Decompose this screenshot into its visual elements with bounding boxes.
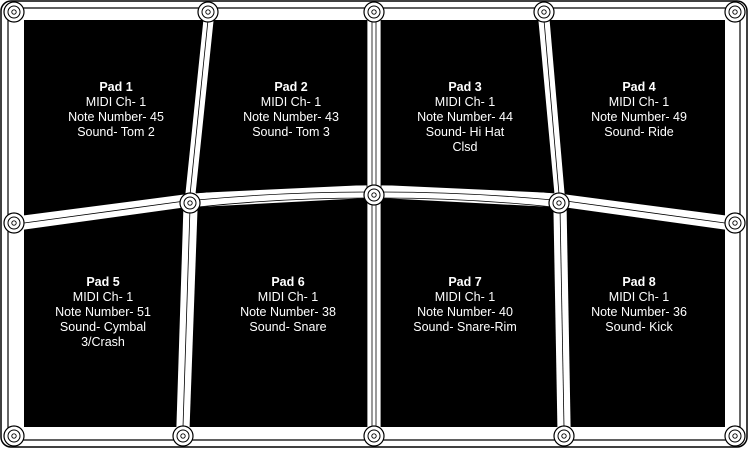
pad-3-sound-continued: Clsd <box>452 140 478 154</box>
rail-line <box>559 206 565 428</box>
pad-2-sound: Sound- Tom 3 <box>252 125 330 139</box>
rail-line <box>380 191 554 201</box>
pad-5-label: Pad 5 MIDI Ch- 1 Note Number- 51 Sound- … <box>28 275 178 350</box>
pad-4-note-number: Note Number- 49 <box>591 110 687 124</box>
rail-line <box>380 184 555 194</box>
pad-3-midi-channel: MIDI Ch- 1 <box>434 95 496 109</box>
pad-6-note-number: Note Number- 38 <box>240 305 336 319</box>
pad-4-label: Pad 4 MIDI Ch- 1 Note Number- 49 Sound- … <box>564 80 714 140</box>
pad-8-surface <box>567 208 725 427</box>
screw-icon <box>363 425 385 447</box>
pad-7-note-number: Note Number- 40 <box>417 305 513 319</box>
rail-line <box>565 200 726 224</box>
screw-icon <box>533 1 555 23</box>
pad-8-title: Pad 8 <box>622 275 656 289</box>
pad-1-sound: Sound- Tom 2 <box>77 125 155 139</box>
screw-icon <box>3 212 25 234</box>
pad-6-midi-channel: MIDI Ch- 1 <box>257 290 319 304</box>
screw-icon <box>172 425 194 447</box>
pad-3-surface <box>381 20 554 193</box>
pad-7-midi-channel: MIDI Ch- 1 <box>434 290 496 304</box>
pad-2-label: Pad 2 MIDI Ch- 1 Note Number- 43 Sound- … <box>216 80 366 140</box>
pad-3-title: Pad 3 <box>448 80 482 94</box>
pad-5-title: Pad 5 <box>86 275 120 289</box>
rail-line <box>182 207 191 428</box>
screw-icon <box>724 1 746 23</box>
pad-5-surface <box>24 208 183 427</box>
rail-line <box>566 207 572 428</box>
mounting-screws <box>3 1 746 447</box>
pad-2-midi-channel: MIDI Ch- 1 <box>260 95 322 109</box>
pad-3-label: Pad 3 MIDI Ch- 1 Note Number- 44 Sound- … <box>390 80 540 155</box>
rail-line <box>552 206 558 428</box>
screw-icon <box>179 192 201 214</box>
pad-4-sound: Sound- Ride <box>604 125 674 139</box>
rail-line <box>189 19 209 196</box>
screw-icon <box>548 192 570 214</box>
rail-line <box>549 19 566 195</box>
rail-line <box>23 207 184 231</box>
pad-5-sound-continued: 3/Crash <box>81 335 125 349</box>
pad-8-label: Pad 8 MIDI Ch- 1 Note Number- 36 Sound- … <box>564 275 714 335</box>
rail-line <box>197 197 368 208</box>
rail-line <box>195 184 368 194</box>
rail-line <box>566 207 726 231</box>
pad-7-sound: Sound- Snare-Rim <box>413 320 517 334</box>
pad-3-note-number: Note Number- 44 <box>417 110 513 124</box>
rail-line <box>564 193 726 216</box>
pad-2-surface <box>196 20 367 193</box>
screw-icon <box>363 184 385 206</box>
rail-line <box>23 193 186 216</box>
pad-8-note-number: Note Number- 36 <box>591 305 687 319</box>
pad-6-title: Pad 6 <box>271 275 305 289</box>
pad-1-note-number: Note Number- 45 <box>68 110 164 124</box>
screw-icon <box>363 1 385 23</box>
rail-line <box>195 19 215 194</box>
pad-1-midi-channel: MIDI Ch- 1 <box>85 95 147 109</box>
pad-7-title: Pad 7 <box>448 275 482 289</box>
pad-4-midi-channel: MIDI Ch- 1 <box>608 95 670 109</box>
rail-line <box>23 200 186 224</box>
pad-5-midi-channel: MIDI Ch- 1 <box>72 290 134 304</box>
pad-6-surface <box>190 198 367 427</box>
rail-line <box>189 206 199 428</box>
screw-icon <box>3 425 25 447</box>
pad-2-title: Pad 2 <box>274 80 308 94</box>
rail-line <box>184 19 204 195</box>
rail-line <box>537 19 555 194</box>
pad-1-title: Pad 1 <box>99 80 133 94</box>
rail-line <box>196 191 368 201</box>
rail-line <box>175 207 184 428</box>
pad-1-label: Pad 1 MIDI Ch- 1 Note Number- 45 Sound- … <box>41 80 191 140</box>
pad-divider-rails <box>23 19 726 428</box>
screw-icon <box>724 425 746 447</box>
rail-line <box>380 197 554 208</box>
pad-4-surface <box>550 20 725 215</box>
pad-6-label: Pad 6 MIDI Ch- 1 Note Number- 38 Sound- … <box>213 275 363 335</box>
pad-6-sound: Sound- Snare <box>249 320 327 334</box>
pad-4-title: Pad 4 <box>622 80 656 94</box>
pad-8-sound: Sound- Kick <box>605 320 673 334</box>
pad-2-note-number: Note Number- 43 <box>243 110 339 124</box>
rail-line <box>543 19 560 195</box>
screw-icon <box>724 212 746 234</box>
pad-7-surface <box>381 198 557 427</box>
pad-3-sound: Sound- Hi Hat <box>425 125 505 139</box>
pad-7-label: Pad 7 MIDI Ch- 1 Note Number- 40 Sound- … <box>390 275 540 335</box>
pad-1-surface <box>24 20 203 215</box>
pad-5-note-number: Note Number- 51 <box>55 305 151 319</box>
screw-icon <box>3 1 25 23</box>
pad-8-midi-channel: MIDI Ch- 1 <box>608 290 670 304</box>
screw-icon <box>553 425 575 447</box>
pad-5-sound: Sound- Cymbal <box>59 320 147 334</box>
screw-icon <box>197 1 219 23</box>
